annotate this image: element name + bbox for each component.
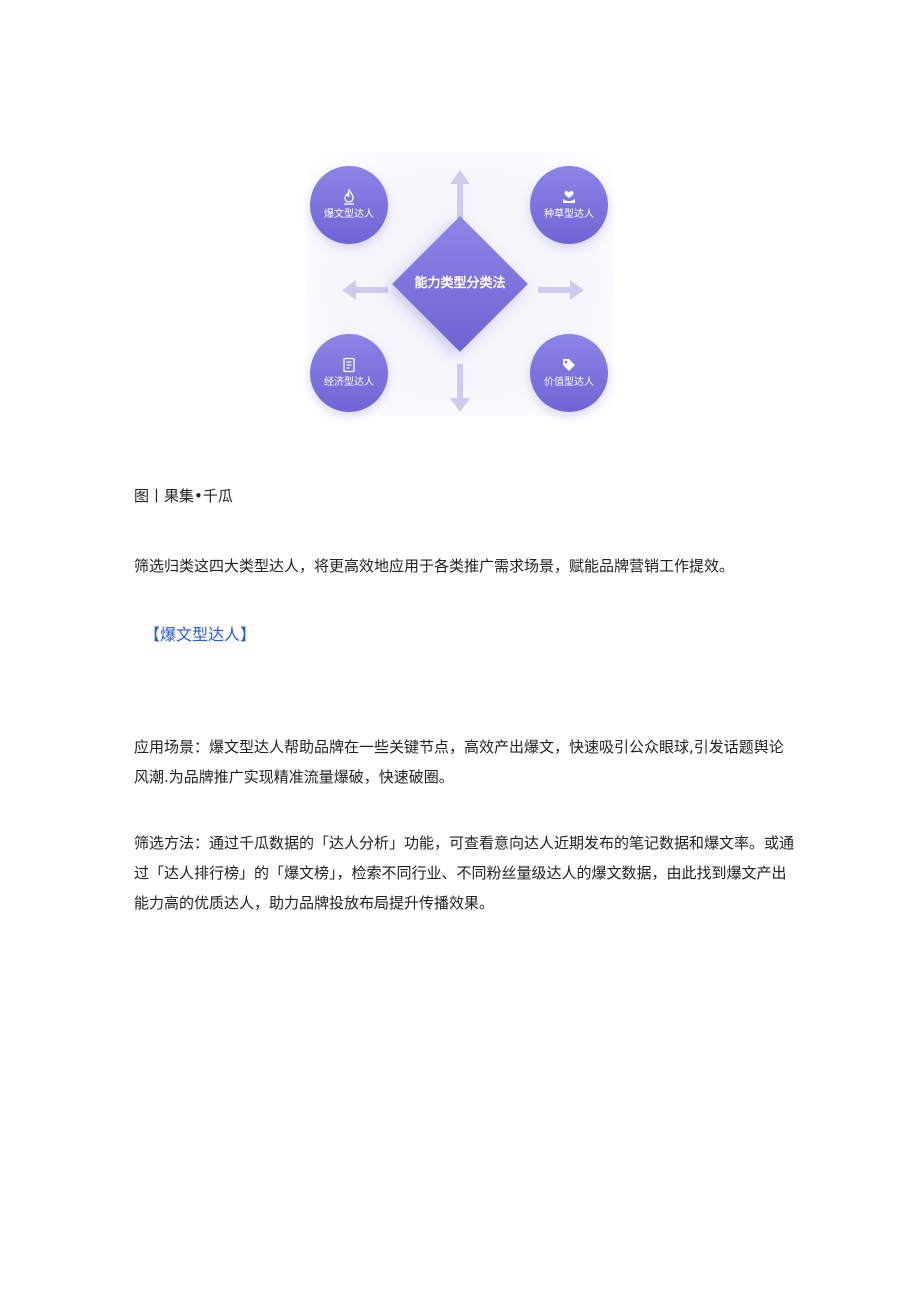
arrow-down-icon bbox=[450, 364, 470, 412]
type-circle-jiazhi: 价值型达人 bbox=[530, 334, 608, 412]
arrow-up-icon bbox=[450, 170, 470, 218]
ability-type-diagram: 爆文型达人 种草型达人 经济型达人 价值型达人 能力类型分类法 bbox=[306, 152, 614, 416]
document-icon bbox=[343, 357, 355, 373]
type-circle-jingji: 经济型达人 bbox=[310, 334, 388, 412]
method-paragraph: 筛选方法：通过千瓜数据的「达人分析」功能，可查看意向达人近期发布的笔记数据和爆文… bbox=[134, 834, 795, 912]
section-heading: 【爆文型达人】 bbox=[144, 625, 257, 644]
type-circle-zhongcao: 种草型达人 bbox=[530, 166, 608, 244]
type-label: 爆文型达人 bbox=[324, 209, 374, 220]
center-label: 能力类型分类法 bbox=[414, 276, 506, 291]
arrow-left-icon bbox=[342, 280, 388, 300]
type-label: 种草型达人 bbox=[544, 209, 594, 220]
figure-caption: 图丨果集•千瓜 bbox=[134, 487, 233, 505]
tag-icon bbox=[563, 359, 575, 371]
type-label: 经济型达人 bbox=[324, 377, 374, 388]
type-circle-baowen: 爆文型达人 bbox=[310, 166, 388, 244]
arrow-right-icon bbox=[538, 280, 584, 300]
type-label: 价值型达人 bbox=[544, 377, 594, 388]
heart-hand-icon bbox=[563, 191, 575, 203]
flame-icon bbox=[344, 189, 354, 205]
scenario-paragraph: 应用场景：爆文型达人帮助品牌在一些关键节点，高效产出爆文，快速吸引公众眼球,引发… bbox=[134, 738, 784, 786]
intro-paragraph: 筛选归类这四大类型达人，将更高效地应用于各类推广需求场景，赋能品牌营销工作提效。 bbox=[134, 557, 735, 575]
